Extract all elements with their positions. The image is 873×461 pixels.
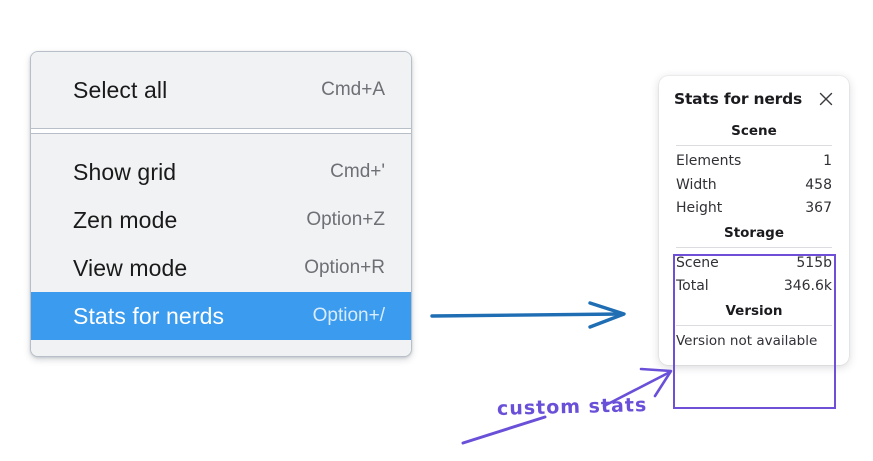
stats-section-scene: Scene Elements 1 Width 458 Height 367 (674, 119, 834, 221)
stat-value: 1 (823, 153, 832, 169)
menu-item-shortcut: Cmd+' (330, 161, 385, 182)
section-heading-storage: Storage (723, 224, 785, 241)
menu-item-select-all[interactable]: Select all Cmd+A (31, 66, 411, 114)
menu-item-view-mode[interactable]: View mode Option+R (31, 244, 411, 292)
menu-item-shortcut: Option+R (304, 257, 385, 278)
stat-value: 515b (796, 254, 832, 271)
stat-key: Total (676, 278, 709, 294)
handwritten-annotation-label: custom stats (496, 394, 648, 420)
stat-row-total-storage: Total 346.6k (674, 275, 834, 299)
stat-row-elements: Elements 1 (674, 150, 834, 174)
stat-row-width: Width 458 (674, 174, 834, 198)
stat-key: Scene (676, 254, 719, 271)
section-rule (676, 145, 832, 146)
stat-value: 458 (805, 176, 832, 193)
section-heading-scene: Scene (731, 123, 777, 139)
stats-panel-title: Stats for nerds (674, 90, 803, 108)
menu-group-1-bottom-padding (31, 114, 411, 128)
context-menu[interactable]: Select all Cmd+A Show grid Cmd+' Zen mod… (30, 51, 412, 357)
menu-item-show-grid[interactable]: Show grid Cmd+' (31, 148, 411, 196)
stat-key: Elements (676, 153, 742, 169)
menu-item-zen-mode[interactable]: Zen mode Option+Z (31, 196, 411, 244)
stat-row-height: Height 367 (674, 197, 834, 221)
menu-group-2-bottom-padding (31, 340, 411, 356)
stat-value: 367 (805, 200, 832, 216)
menu-item-label: View mode (73, 254, 188, 281)
stat-key: Width (676, 176, 717, 193)
menu-item-label: Zen mode (73, 206, 178, 233)
menu-separator (31, 128, 411, 134)
stats-for-nerds-panel: Stats for nerds Scene Elements 1 Width 4… (659, 76, 849, 365)
menu-item-label: Select all (73, 76, 168, 103)
menu-group-1: Select all Cmd+A (31, 52, 411, 128)
stats-section-version: Version Version not available (674, 299, 834, 350)
menu-item-stats-for-nerds[interactable]: Stats for nerds Option+/ (31, 292, 411, 340)
blue-arrow (430, 301, 626, 329)
menu-item-shortcut: Option+/ (312, 305, 385, 326)
menu-group-1-top-padding (31, 52, 411, 66)
menu-item-label: Stats for nerds (73, 302, 225, 329)
purple-underline-stroke (461, 415, 547, 445)
menu-item-shortcut: Option+Z (306, 209, 385, 230)
stats-panel-header: Stats for nerds (674, 90, 834, 108)
menu-group-2: Show grid Cmd+' Zen mode Option+Z View m… (31, 134, 411, 356)
section-rule (676, 246, 832, 248)
section-rule (676, 324, 832, 326)
stat-value: 346.6k (783, 278, 832, 294)
menu-item-label: Show grid (73, 158, 177, 185)
stat-row-scene-storage: Scene 515b (674, 252, 834, 276)
stat-key: Height (676, 200, 723, 216)
menu-group-2-top-padding (31, 134, 411, 148)
stats-section-storage: Storage Scene 515b Total 346.6k (674, 221, 834, 299)
close-icon[interactable] (818, 91, 834, 107)
section-heading-version: Version (725, 302, 783, 319)
version-not-available-text: Version not available (676, 332, 818, 349)
menu-item-shortcut: Cmd+A (321, 79, 385, 100)
